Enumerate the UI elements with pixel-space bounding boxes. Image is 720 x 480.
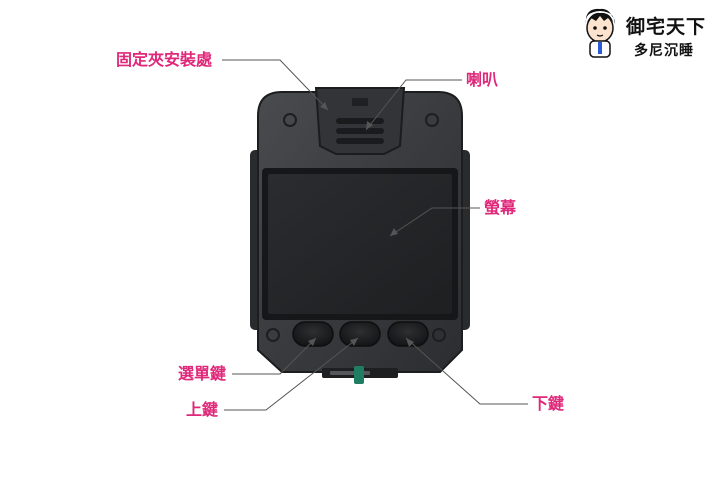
callout-arrowheads — [308, 102, 414, 347]
arrow-speaker — [366, 121, 373, 130]
brand-name: 御宅天下 — [626, 16, 707, 38]
label-speaker: 喇叭 — [466, 70, 499, 89]
arrow-screen — [390, 228, 398, 236]
down-button[interactable] — [387, 321, 429, 347]
label-screen: 螢幕 — [484, 198, 517, 217]
callout-lines — [222, 59, 528, 411]
line-speaker — [365, 79, 462, 131]
speaker-grille — [336, 118, 384, 144]
arrow-down-key — [406, 338, 414, 347]
label-down-key: 下鍵 — [532, 394, 565, 413]
screw-top-right — [425, 113, 439, 127]
screw-bottom-left — [266, 328, 280, 342]
line-up-key — [224, 337, 359, 411]
line-screen — [389, 207, 480, 237]
mascot-logo — [585, 8, 615, 58]
label-menu-key: 選單鍵 — [178, 364, 227, 383]
label-clip-mount: 固定夾安裝處 — [116, 50, 213, 69]
screen — [268, 174, 452, 314]
arrow-up-key — [350, 338, 358, 346]
green-indicator-tab — [354, 366, 364, 384]
screw-top-left — [283, 113, 297, 127]
label-up-key: 上鍵 — [186, 400, 219, 419]
arrow-menu-key — [308, 338, 316, 346]
brand-tagline: 多尼沉睡 — [634, 43, 694, 59]
screw-bottom-right — [432, 328, 446, 342]
line-clip-mount — [222, 59, 329, 111]
body-camera-device — [250, 87, 470, 384]
up-button[interactable] — [339, 321, 381, 347]
arrow-clip-mount — [320, 102, 328, 110]
line-down-key — [405, 337, 528, 405]
clip-mount-slot — [352, 98, 368, 106]
line-menu-key — [232, 337, 317, 375]
